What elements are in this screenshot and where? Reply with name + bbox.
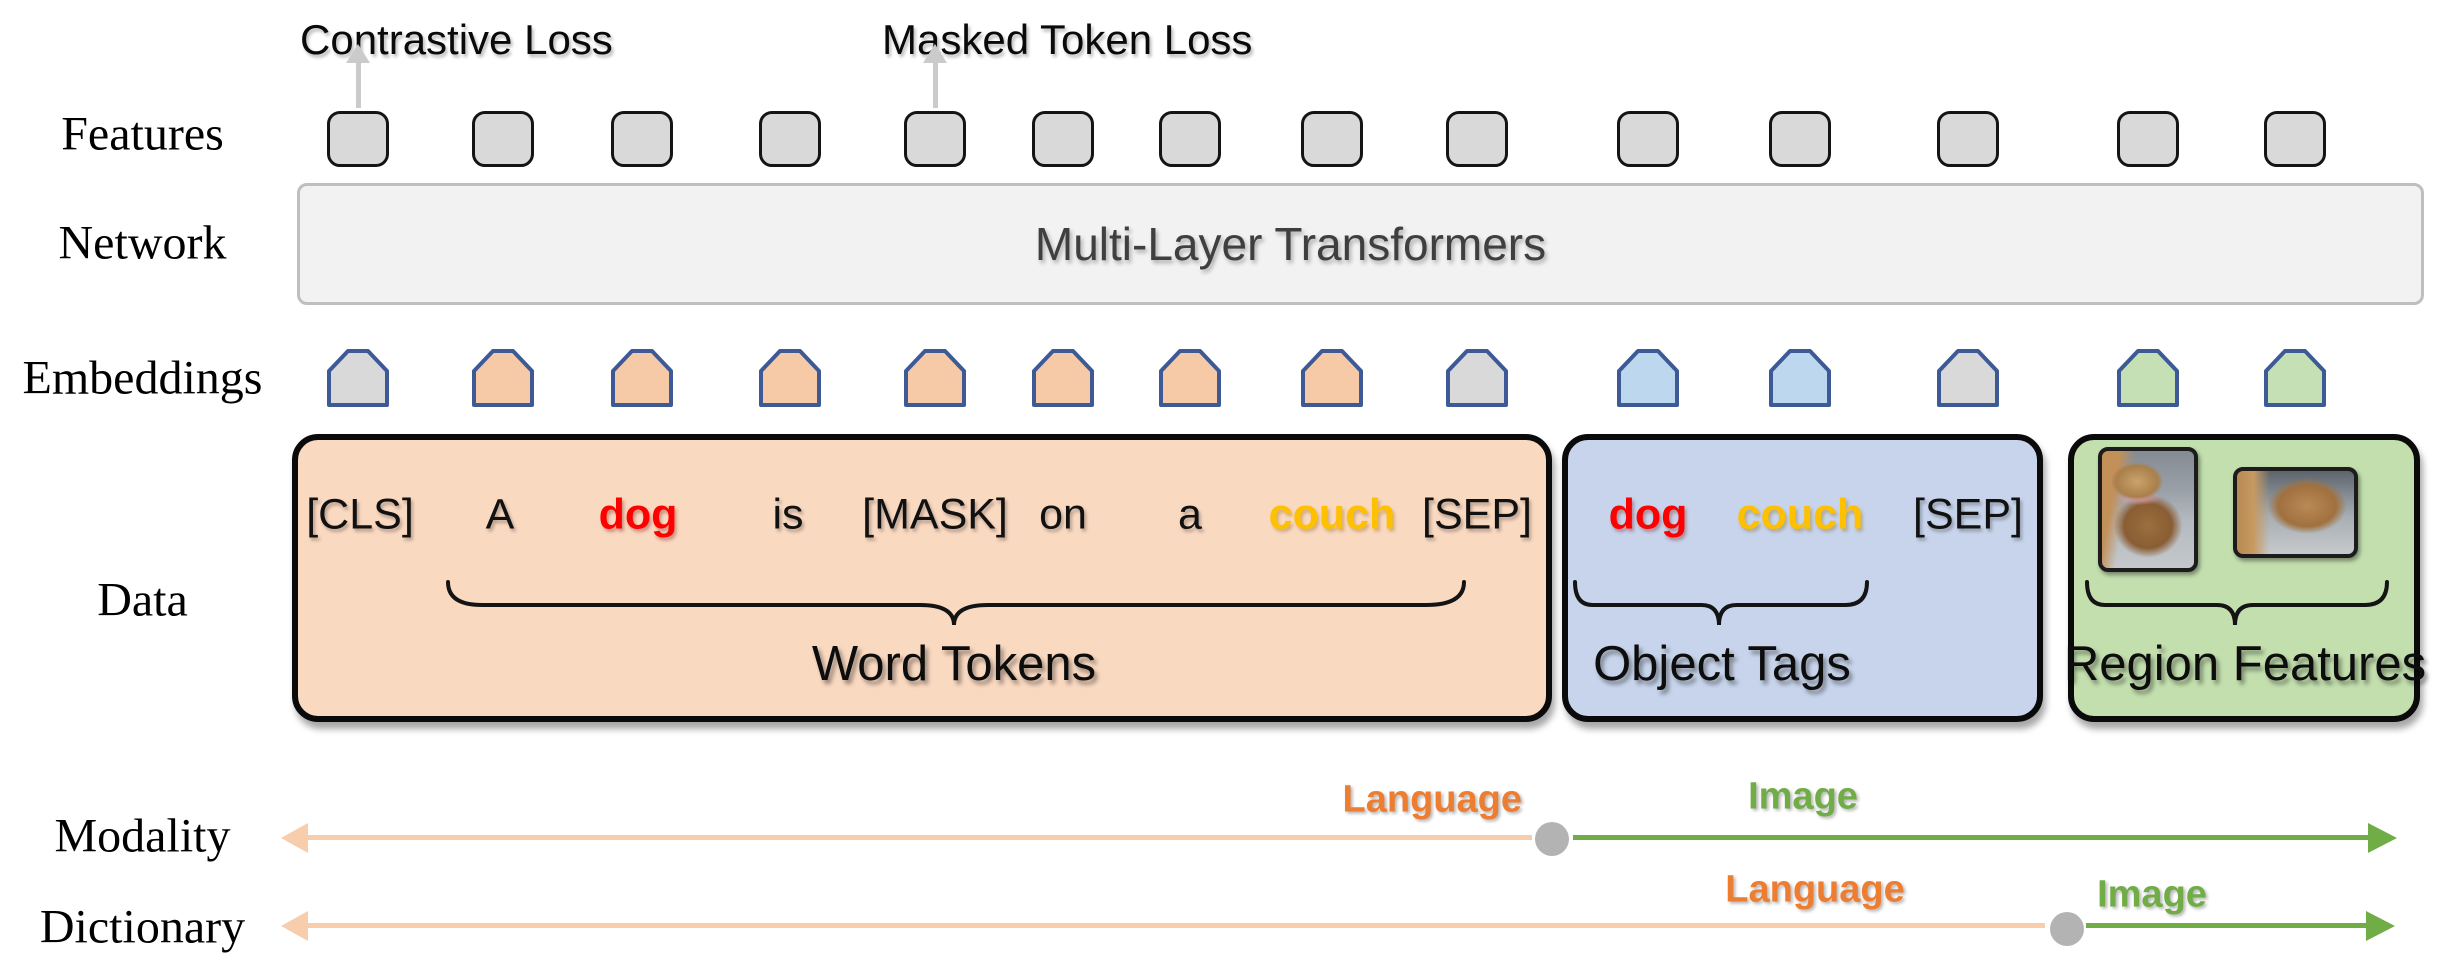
dictionary-image-line: [2086, 923, 2366, 928]
modality-split-dot: [1535, 822, 1569, 856]
token-sep-12: [SEP]: [1913, 490, 2023, 539]
feature-box-8: [1301, 111, 1363, 167]
feature-box-7: [1159, 111, 1221, 167]
group-label-regionfeatures: Region Features: [2063, 637, 2427, 691]
dictionary-split-dot: [2050, 912, 2084, 946]
loss-arrow-stem-2: [932, 62, 938, 108]
brace-wordtokens: [446, 578, 1466, 630]
embedding-orange-6: [1031, 348, 1095, 408]
feature-box-1: [327, 111, 389, 167]
token-couch-8: couch: [1268, 490, 1396, 539]
feature-box-3: [611, 111, 673, 167]
feature-box-12: [1937, 111, 1999, 167]
feature-box-5: [904, 111, 966, 167]
data-box-objecttags: [1562, 434, 2043, 722]
modality-image-label: Image: [1748, 775, 1858, 818]
embedding-gray-9: [1445, 348, 1509, 408]
embedding-green-14: [2263, 348, 2327, 408]
modality-language-label: Language: [1342, 778, 1522, 821]
loss-arrow-head-2: [923, 44, 947, 63]
modality-language-line: [300, 835, 1532, 840]
group-label-objecttags: Object Tags: [1593, 637, 1851, 691]
row-label-embeddings: Embeddings: [22, 351, 263, 405]
token-dog-10: dog: [1608, 490, 1688, 539]
dictionary-language-line: [300, 923, 2045, 928]
feature-box-9: [1446, 111, 1508, 167]
token-is-4: is: [772, 490, 804, 539]
dictionary-language-label: Language: [1725, 868, 1905, 911]
feature-box-6: [1032, 111, 1094, 167]
embedding-orange-4: [758, 348, 822, 408]
feature-box-2: [472, 111, 534, 167]
embedding-orange-7: [1158, 348, 1222, 408]
modality-image-line: [1573, 835, 2368, 840]
data-box-wordtokens: [292, 434, 1552, 722]
feature-box-4: [759, 111, 821, 167]
token-sep-9: [SEP]: [1422, 490, 1532, 539]
network-title: Multi-Layer Transformers: [1034, 218, 1547, 270]
embedding-gray-12: [1936, 348, 2000, 408]
loss-arrow-stem-1: [355, 62, 361, 108]
feature-box-11: [1769, 111, 1831, 167]
row-label-dictionary: Dictionary: [39, 900, 246, 954]
multi-layer-transformers-bar: Multi-Layer Transformers: [297, 183, 2424, 305]
embedding-gray-1: [326, 348, 390, 408]
row-label-features: Features: [61, 107, 224, 161]
group-label-wordtokens: Word Tokens: [811, 637, 1097, 691]
dictionary-image-label: Image: [2097, 873, 2207, 916]
embedding-blue-11: [1768, 348, 1832, 408]
embedding-orange-2: [471, 348, 535, 408]
token-a-2: A: [485, 490, 515, 539]
brace-objecttags: [1573, 578, 1869, 630]
token-a-7: a: [1178, 490, 1202, 539]
feature-box-13: [2117, 111, 2179, 167]
embedding-orange-3: [610, 348, 674, 408]
embedding-green-13: [2116, 348, 2180, 408]
row-label-modality: Modality: [54, 809, 231, 863]
embedding-orange-8: [1300, 348, 1364, 408]
modality-right-arrowhead: [2368, 823, 2397, 853]
dictionary-right-arrowhead: [2366, 911, 2395, 941]
region-image-1: [2098, 447, 2198, 572]
embedding-orange-5: [903, 348, 967, 408]
region-image-2: [2233, 467, 2358, 558]
row-label-network: Network: [58, 216, 227, 270]
feature-box-10: [1617, 111, 1679, 167]
row-label-data: Data: [97, 573, 188, 627]
token-dog-3: dog: [598, 490, 678, 539]
brace-regionfeatures: [2085, 578, 2389, 630]
loss-arrow-head-1: [346, 44, 370, 63]
feature-box-14: [2264, 111, 2326, 167]
token-on-6: on: [1039, 490, 1087, 539]
token-couch-11: couch: [1736, 490, 1864, 539]
token-cls-1: [CLS]: [306, 490, 414, 539]
token-mask-5: [MASK]: [862, 490, 1008, 539]
embedding-blue-10: [1616, 348, 1680, 408]
